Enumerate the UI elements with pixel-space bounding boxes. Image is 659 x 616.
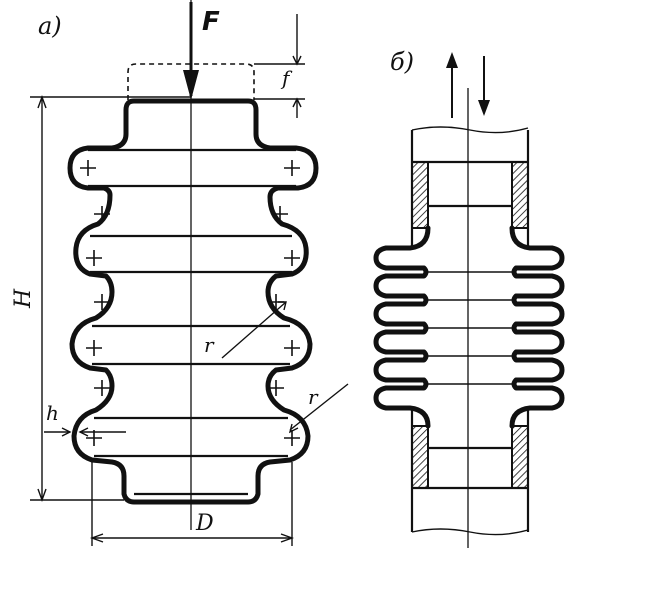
upper-weld-right xyxy=(511,161,529,229)
deflection-arrow-bottom xyxy=(292,97,302,108)
deflection-label: f xyxy=(280,66,293,90)
lower-weld-right xyxy=(511,425,529,489)
lower-weld-left xyxy=(411,425,429,489)
lower-pipe-break xyxy=(411,528,529,536)
corrugation-wall-right xyxy=(509,225,565,429)
radius-arrow-inner xyxy=(278,301,287,311)
corrugation-wall-left xyxy=(373,225,431,429)
upper-pipe-break xyxy=(411,126,529,134)
height-arrow-bottom xyxy=(37,488,47,503)
diameter-arrow-right xyxy=(280,533,295,543)
axial-arrow-up-head xyxy=(446,52,458,68)
upper-weld-left xyxy=(411,161,429,229)
radius-label-outer: r xyxy=(308,385,319,409)
thickness-arrow-right-head xyxy=(78,427,89,437)
radius-label-inner: r xyxy=(204,333,215,357)
height-label: H xyxy=(11,288,36,309)
diameter-label: D xyxy=(195,511,214,536)
diameter-arrow-left xyxy=(89,533,104,543)
figure-a: а) F f xyxy=(11,0,349,546)
bellows-wall-right xyxy=(188,98,319,505)
radius-leader-inner xyxy=(221,301,287,359)
deflection-arrow-top xyxy=(292,55,302,66)
torus-center-marks xyxy=(80,160,300,446)
lower-pipe-walls xyxy=(410,410,530,532)
force-label: F xyxy=(202,7,220,37)
radius-leader-outer xyxy=(289,383,349,431)
thickness-label: h xyxy=(46,401,59,425)
thickness-arrow-left-head xyxy=(61,427,72,437)
radius-arrow-outer xyxy=(288,423,299,434)
figure-b-label: б) xyxy=(390,48,414,76)
axial-arrow-down-head xyxy=(478,100,490,116)
corrugation-inner-lines xyxy=(424,271,516,385)
figure-b: б) xyxy=(373,48,565,548)
bellows-wall-left xyxy=(67,98,194,505)
undeformed-top-outline xyxy=(127,63,255,100)
height-arrow-top xyxy=(37,94,47,109)
figure-a-label: а) xyxy=(38,12,62,40)
